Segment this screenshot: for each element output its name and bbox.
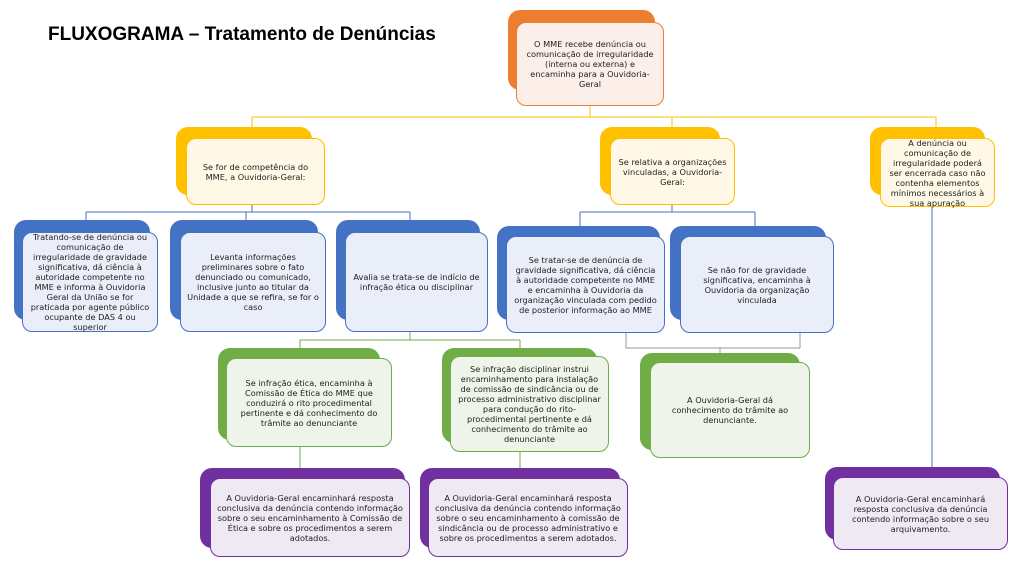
node-text: O MME recebe denúncia ou comunicação de … (516, 22, 664, 106)
node-text: A Ouvidoria-Geral dá conhecimento do trâ… (650, 362, 810, 458)
node-text: Se infração ética, encaminha à Comissão … (226, 358, 392, 447)
connector-vinculadas (579, 205, 756, 226)
node-text: Avalia se trata-se de indício de infraçã… (345, 232, 488, 332)
node-text: Se não for de gravidade significativa, e… (680, 236, 834, 333)
page-title: FLUXOGRAMA – Tratamento de Denúncias (48, 24, 436, 45)
connector-avalia (299, 332, 521, 348)
connector-root (251, 106, 937, 127)
node-text: Se for de competência do MME, a Ouvidori… (186, 138, 325, 205)
node-text: Tratando-se de denúncia ou comunicação d… (22, 232, 158, 332)
node-text: Se relativa a organizações vinculadas, a… (610, 138, 735, 205)
node-text: A denúncia ou comunicação de irregularid… (880, 138, 995, 208)
node-text: Levanta informações preliminares sobre o… (180, 232, 326, 332)
connector-competencia (85, 205, 411, 220)
node-text: A Ouvidoria-Geral encaminhará resposta c… (428, 478, 628, 557)
connector-green-purple (299, 447, 521, 468)
node-text: Se infração disciplinar instrui encaminh… (450, 356, 609, 452)
node-text: Se tratar-se de denúncia de gravidade si… (506, 236, 665, 333)
node-text: A Ouvidoria-Geral encaminhará resposta c… (833, 477, 1008, 550)
node-text: A Ouvidoria-Geral encaminhará resposta c… (210, 478, 410, 557)
connector-vinc-conhecimento (625, 333, 801, 353)
